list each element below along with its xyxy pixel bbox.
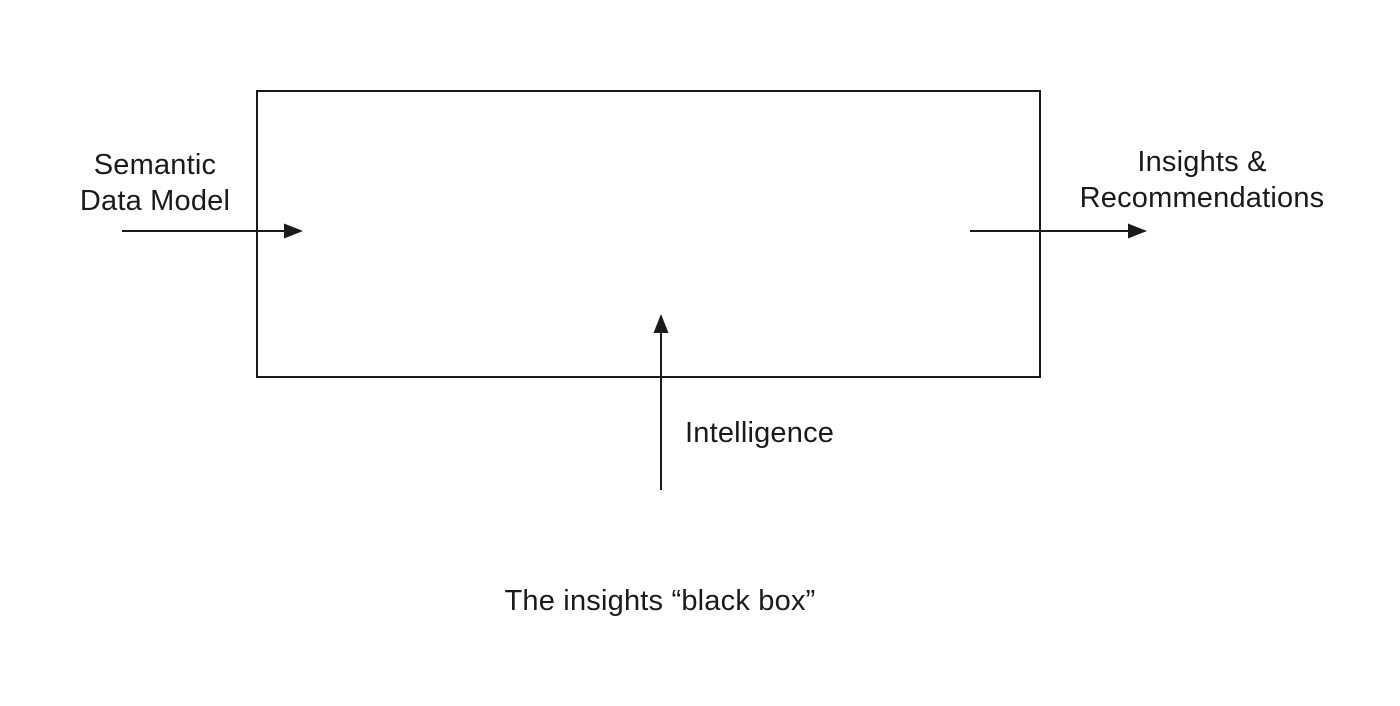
input-arrow-icon [122, 223, 303, 239]
intelligence-label: Intelligence [685, 417, 835, 449]
black-box-outline [256, 90, 1041, 378]
output-label: Insights & Recommendations [1079, 146, 1325, 214]
caption-label: The insights “black box” [504, 585, 816, 617]
output-arrow-icon [970, 223, 1147, 239]
intelligence-arrow-icon [653, 314, 669, 490]
input-label: Semantic Data Model [79, 149, 231, 217]
